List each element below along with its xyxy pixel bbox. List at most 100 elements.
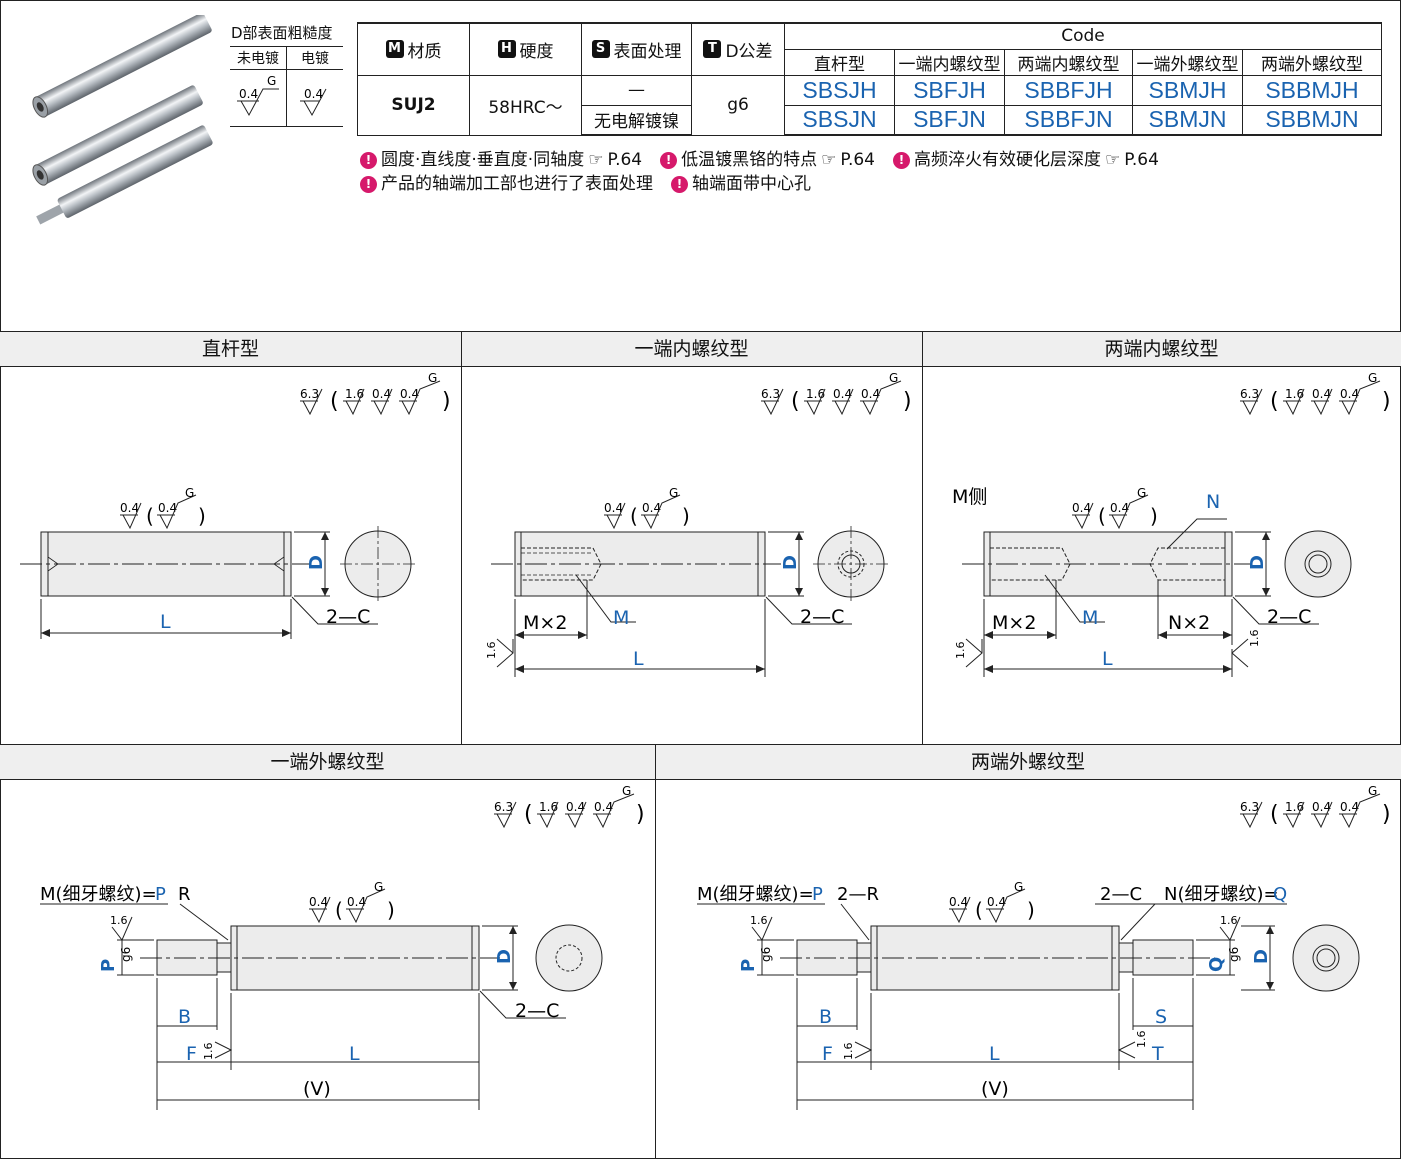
shaft-body xyxy=(962,531,1252,597)
code-sbbfjn[interactable]: SBBFJN xyxy=(1004,104,1133,136)
svg-text:0.4: 0.4 xyxy=(1110,501,1129,515)
svg-text:2—C: 2—C xyxy=(326,606,370,628)
dim-P: P g6 1.6 xyxy=(98,914,154,976)
svg-text:2—C: 2—C xyxy=(1100,884,1142,905)
end-view xyxy=(340,526,416,602)
surface-badge-icon: S xyxy=(591,40,610,59)
svg-text:1.6: 1.6 xyxy=(1135,1031,1148,1049)
code-sbbmjh[interactable]: SBBMJH xyxy=(1242,74,1382,106)
svg-text:0.4: 0.4 xyxy=(1312,800,1331,814)
svg-text:D: D xyxy=(1251,949,1272,964)
svg-text:M×2: M×2 xyxy=(523,612,567,634)
svg-text:G: G xyxy=(1368,784,1377,798)
svg-text:1.6: 1.6 xyxy=(1248,630,1261,648)
svg-text:(V): (V) xyxy=(303,1078,331,1100)
roughness-shaft: 0.4 ( 0.4 G ) xyxy=(120,486,206,530)
svg-text:M: M xyxy=(1082,607,1098,629)
roughness-symbol-plated: 0.4 xyxy=(300,87,327,117)
type-one-male: 一端外螺纹型 xyxy=(1132,48,1243,76)
svg-text:(: ( xyxy=(630,504,638,528)
svg-text:(: ( xyxy=(146,504,154,528)
code-sbsjh[interactable]: SBSJH xyxy=(784,74,895,106)
svg-text:Q: Q xyxy=(1206,957,1227,972)
exclamation-icon: ! xyxy=(360,151,377,169)
svg-text:M(细牙螺纹)=: M(细牙螺纹)= xyxy=(697,884,814,905)
code-sbmjn[interactable]: SBMJN xyxy=(1132,104,1243,136)
svg-text:Q: Q xyxy=(1273,884,1287,905)
type-two-male: 两端外螺纹型 xyxy=(1242,48,1382,76)
roughness-callout: 6.3 ( 1.6 0.4 0.4 G ) xyxy=(761,371,912,416)
surface-header: 表面处理 xyxy=(613,41,682,62)
dim-D: D xyxy=(482,925,518,991)
svg-text:(: ( xyxy=(1270,389,1279,414)
dim-D: D xyxy=(1235,531,1271,597)
svg-text:0.4: 0.4 xyxy=(949,895,968,909)
svg-text:0.4: 0.4 xyxy=(309,895,328,909)
code-header: Code xyxy=(784,22,1382,50)
code-sbfjn[interactable]: SBFJN xyxy=(894,104,1005,136)
svg-text:F: F xyxy=(186,1043,197,1065)
svg-text:0.4: 0.4 xyxy=(304,87,323,101)
svg-text:6.3: 6.3 xyxy=(1240,387,1259,401)
svg-text:B: B xyxy=(819,1006,832,1028)
dim-M-leader: M xyxy=(575,574,636,629)
thread-label: M(细牙螺纹)= P R xyxy=(40,884,229,941)
code-sbsjn[interactable]: SBSJN xyxy=(784,104,895,136)
exclamation-icon: ! xyxy=(671,175,688,193)
section-title-two-male: 两端外螺纹型 xyxy=(655,744,1401,780)
svg-text:L: L xyxy=(349,1043,360,1065)
svg-text:(: ( xyxy=(330,389,339,414)
code-sbbfjh[interactable]: SBBFJH xyxy=(1004,74,1133,106)
roughness-end-right: 1.6 xyxy=(1231,630,1261,668)
code-sbfjh[interactable]: SBFJH xyxy=(894,74,1005,106)
svg-text:D: D xyxy=(1247,555,1268,570)
roughness-col-unplated: 未电镀 xyxy=(230,46,287,70)
svg-text:): ) xyxy=(1382,389,1391,414)
section-title-one-female: 一端内螺纹型 xyxy=(461,331,922,367)
pin-one-female xyxy=(32,15,212,118)
svg-text:g6: g6 xyxy=(119,947,133,962)
type-straight: 直杆型 xyxy=(784,48,895,76)
exclamation-icon: ! xyxy=(660,151,678,169)
svg-text:0.4: 0.4 xyxy=(239,87,258,101)
shaft-body xyxy=(491,531,781,597)
svg-text:): ) xyxy=(1382,802,1391,827)
end-view xyxy=(535,924,603,992)
svg-text:(: ( xyxy=(1098,504,1106,528)
dim-Nx2: N×2 xyxy=(1157,580,1233,645)
svg-text:P: P xyxy=(738,959,759,972)
svg-text:1.6: 1.6 xyxy=(345,387,364,401)
code-sbbmjn[interactable]: SBBMJN xyxy=(1242,104,1382,136)
dim-V: (V) xyxy=(156,1030,479,1110)
end-view xyxy=(1284,530,1352,598)
svg-text:1.6: 1.6 xyxy=(202,1043,215,1061)
code-sbmjh[interactable]: SBMJH xyxy=(1132,74,1243,106)
note-end-treatment: !产品的轴端加工部也进行了表面处理 xyxy=(360,172,653,196)
drawing-one-male: 6.3 ( 1.6 0.4 0.4 G ) M(细牙螺纹)= P R 0.4 (… xyxy=(40,784,645,1110)
svg-text:0.4: 0.4 xyxy=(1072,501,1091,515)
dim-Mx2: M×2 xyxy=(983,580,1057,645)
hardness-value: 58HRC～ xyxy=(469,74,582,136)
svg-text:): ) xyxy=(387,898,395,922)
product-photo xyxy=(32,15,213,225)
dim-chamfer: 2—C xyxy=(1232,596,1319,628)
dim-chamfer: 2—C xyxy=(479,990,566,1022)
note-hardening-depth[interactable]: !高频淬火有效硬化层深度☞P.64 xyxy=(893,148,1159,172)
svg-text:(: ( xyxy=(524,802,533,827)
svg-text:G: G xyxy=(1014,880,1023,894)
roughness-symbol-unplated: 0.4 G xyxy=(237,74,279,117)
svg-text:1.6: 1.6 xyxy=(750,914,768,927)
note-black-chrome[interactable]: !低温镀黑铬的特点☞P.64 xyxy=(660,148,875,172)
svg-text:0.4: 0.4 xyxy=(347,895,366,909)
svg-text:0.4: 0.4 xyxy=(1312,387,1331,401)
svg-text:0.4: 0.4 xyxy=(1340,387,1359,401)
exclamation-icon: ! xyxy=(893,151,910,169)
dim-N-leader: N xyxy=(1166,491,1227,550)
svg-text:D: D xyxy=(306,555,327,570)
svg-text:G: G xyxy=(889,371,898,385)
svg-text:L: L xyxy=(1102,648,1113,670)
note-tolerances[interactable]: !圆度·直线度·垂直度·同轴度☞P.64 xyxy=(360,148,642,172)
svg-text:2—C: 2—C xyxy=(1267,606,1311,628)
svg-text:M×2: M×2 xyxy=(992,612,1036,634)
